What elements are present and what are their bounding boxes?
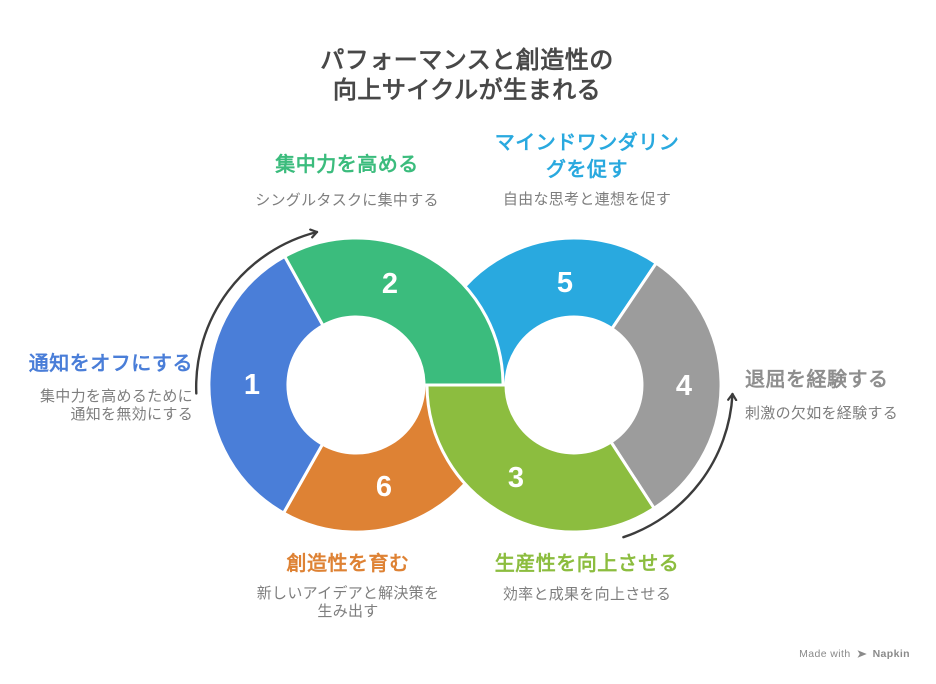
made-with-napkin-link[interactable]: Made with Napkin (799, 648, 910, 660)
step-1-description: 集中力を高めるために 通知を無効にする (39, 388, 193, 423)
label-step-1-notifications: 通知をオフにする 集中力を高めるために 通知を無効にする (0, 351, 193, 424)
step-number-4: 4 (676, 370, 692, 402)
step-number-2: 2 (382, 268, 398, 300)
segment-2-focus-arc (283, 236, 505, 387)
step-5-heading: マインドワンダリン グを促す (494, 132, 680, 181)
segment-3-productivity-arc (425, 383, 656, 534)
step-number-6: 6 (376, 471, 392, 503)
made-with-text: Made with (799, 648, 851, 660)
step-number-5: 5 (557, 267, 573, 299)
step-2-heading: 集中力を高める (275, 154, 419, 176)
label-step-2-focus: 集中力を高める シングルタスクに集中する (187, 152, 507, 210)
segment-1-notifications-arc (207, 254, 325, 515)
segment-4-boredom-arc (609, 261, 723, 510)
step-6-description: 新しいアイデアと解決策を 生み出す (256, 585, 440, 620)
label-step-6-creativity: 創造性を育む 新しいアイデアと解決策を 生み出す (188, 551, 508, 621)
step-number-3: 3 (508, 462, 524, 494)
step-4-heading: 退屈を経験する (745, 369, 889, 391)
step-6-heading: 創造性を育む (286, 553, 410, 575)
flow-arrow-left (195, 232, 319, 395)
label-step-3-productivity: 生産性を向上させる 効率と成果を向上させる (427, 551, 747, 604)
label-step-4-boredom: 退屈を経験する 刺激の欠如を経験する (745, 367, 936, 423)
napkin-logo-icon (857, 650, 867, 658)
step-2-description: シングルタスクに集中する (255, 192, 439, 209)
diagram-title: パフォーマンスと創造性の 向上サイクルが生まれる (320, 47, 614, 104)
step-1-heading: 通知をオフにする (28, 353, 193, 375)
step-3-heading: 生産性を向上させる (494, 553, 680, 575)
flow-arrow-right (622, 392, 732, 539)
napkin-brand-text: Napkin (872, 648, 910, 660)
step-5-description: 自由な思考と連想を促す (502, 191, 672, 208)
label-step-5-mind-wandering: マインドワンダリン グを促す 自由な思考と連想を促す (427, 130, 747, 209)
step-3-description: 効率と成果を向上させる (502, 586, 672, 603)
step-4-description: 刺激の欠如を経験する (745, 405, 899, 422)
step-number-1: 1 (244, 369, 260, 401)
